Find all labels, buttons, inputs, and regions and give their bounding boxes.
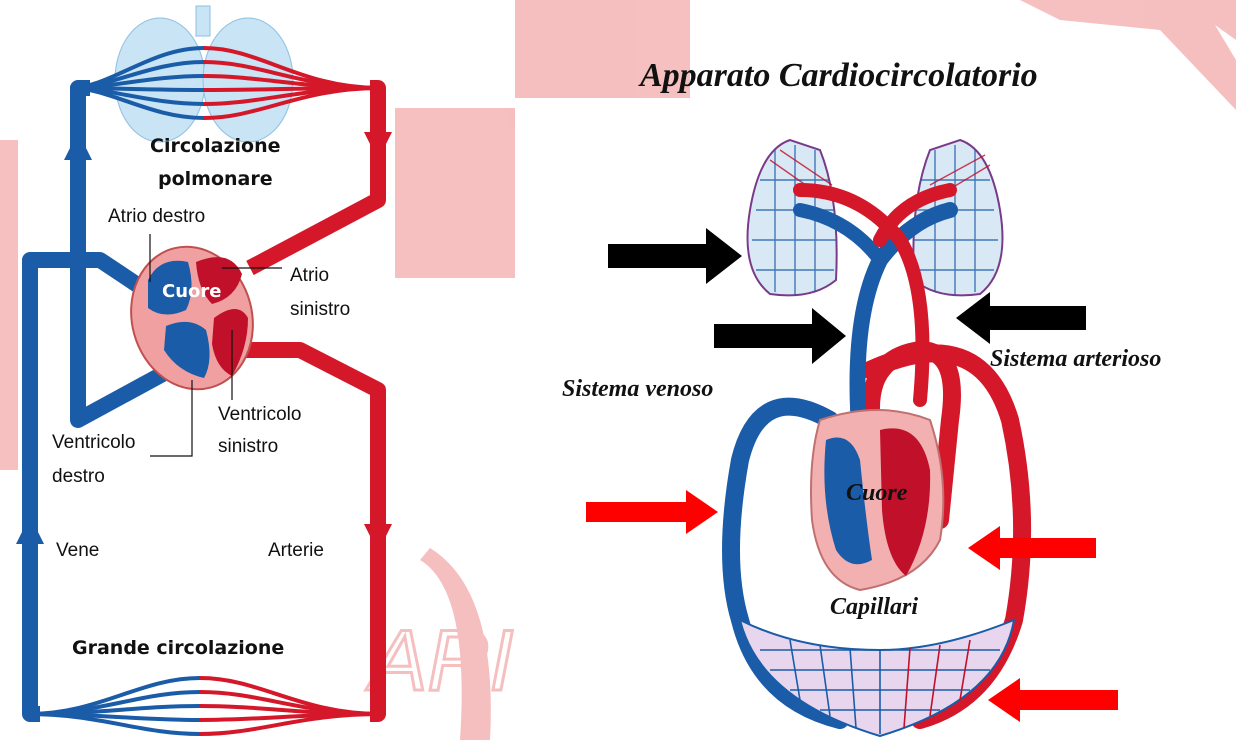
label-sistema-venoso: Sistema venoso [562,376,713,402]
label-atrio-sinistro-2: sinistro [290,299,350,320]
label-ventricolo-sinistro-2: sinistro [218,436,278,457]
label-atrio-sinistro-1: Atrio [290,265,329,286]
right-title: Apparato Cardiocircolatorio [638,57,1038,94]
label-arterie: Arterie [268,540,324,561]
label-vene: Vene [56,540,99,561]
label-cuore-left: Cuore [162,281,221,302]
arrowhead-up-vena [16,516,44,544]
label-circolazione-polmonare-1: Circolazione [150,135,281,157]
watermark-block [395,108,515,278]
arrowhead-down-pulmonary [364,132,392,160]
right-diagram: Apparato Cardiocircolatorio [562,57,1161,736]
label-ventricolo-destro-1: Ventricolo [52,432,135,453]
label-capillari: Capillari [830,594,918,620]
label-grande-circolazione: Grande circolazione [72,637,284,659]
label-ventricolo-sinistro-1: Ventricolo [218,404,301,425]
arrowhead-up-pulmonary [64,132,92,160]
red-arrow-heart [968,526,1096,570]
capillary-mesh-right [740,620,1014,736]
black-arrow-arterial [956,292,1086,344]
black-arrow-lungs [608,228,742,284]
label-ventricolo-destro-2: destro [52,466,105,487]
red-arrow-capillary [988,678,1118,722]
heart-left [115,233,268,403]
red-arrow-venous [586,490,718,534]
trachea [196,6,210,36]
systemic-capillaries [28,678,380,734]
label-cuore-right: Cuore [846,480,908,506]
label-atrio-destro: Atrio destro [108,206,205,227]
label-circolazione-polmonare-2: polmonare [158,168,273,190]
watermark-swoosh [0,140,18,470]
capillary-bed [740,620,1014,736]
label-sistema-arterioso: Sistema arterioso [990,346,1161,372]
left-diagram: Circolazione polmonare Atrio destro Cuor… [16,6,392,734]
watermark-text: ARI [365,613,513,709]
arrowhead-down-aorta [364,524,392,552]
black-arrows [608,228,1086,364]
black-arrow-vena [714,308,846,364]
